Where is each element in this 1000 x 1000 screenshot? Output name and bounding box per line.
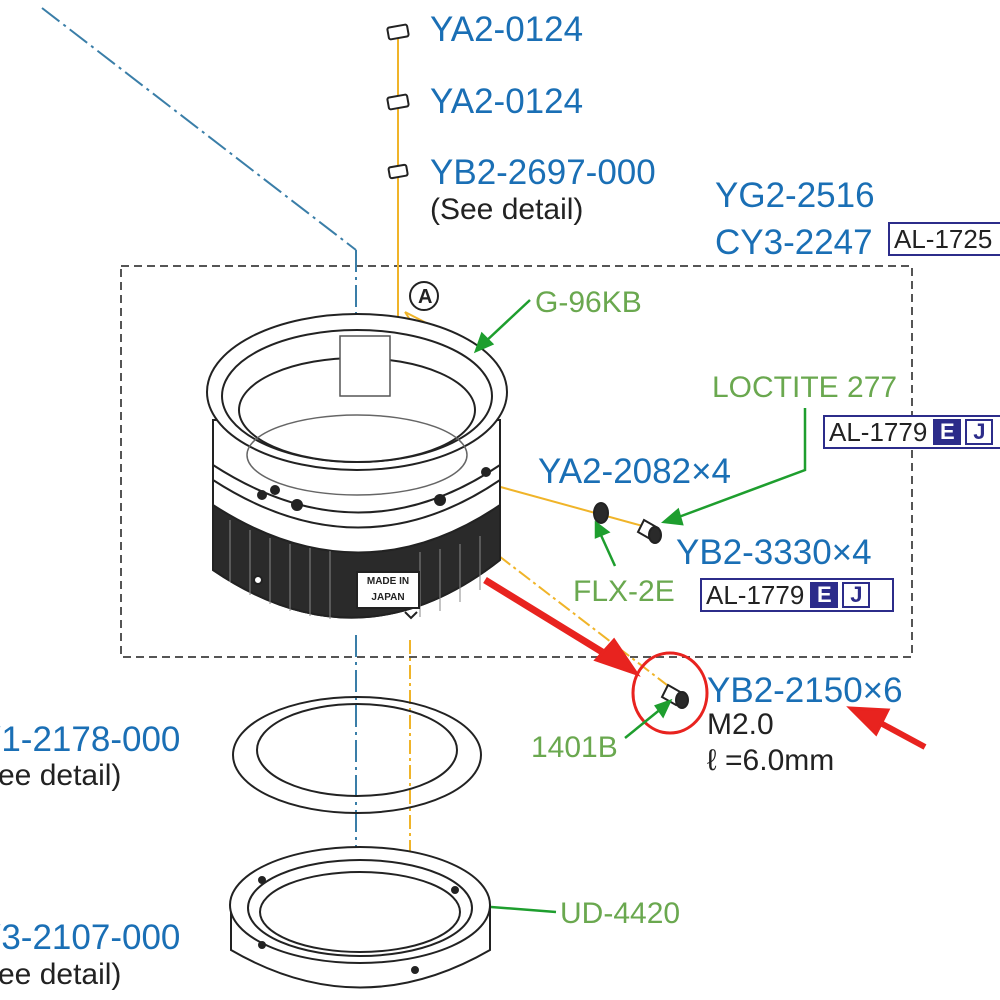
label-loctite-277: LOCTITE 277: [712, 371, 898, 404]
label-yb2-3330: YB2-3330×4: [676, 533, 872, 572]
detail-marker-a-letter: A: [418, 286, 433, 308]
lens-barrel: [206, 313, 508, 620]
label-y3-2107-note: (See detail): [0, 958, 122, 991]
code-box-al-1779-lower: AL-1779 E J: [700, 578, 894, 612]
gasket-ring: [232, 696, 482, 814]
label-y3-2107: Y3-2107-000: [0, 918, 181, 957]
flag-j-lower: J: [842, 582, 871, 608]
detail-marker-a: [409, 281, 439, 311]
top-screws: [386, 23, 410, 180]
label-cy3-2247: CY3-2247: [715, 223, 873, 262]
flag-e-upper: E: [933, 419, 962, 445]
label-ud-4420: UD-4420: [560, 897, 681, 930]
label-yg2-2516: YG2-2516: [715, 176, 875, 215]
flag-j-upper: J: [965, 419, 994, 445]
label-flx-2e: FLX-2E: [573, 575, 675, 608]
flag-e-lower: E: [810, 582, 839, 608]
label-yb2-2697: YB2-2697-000: [430, 153, 656, 192]
label-length: ℓ =6.0mm: [707, 744, 835, 777]
fasteners-right: [593, 502, 689, 709]
code-box-al-1779-upper-text: AL-1779: [829, 416, 928, 447]
label-yb2-2150: YB2-2150×6: [707, 671, 903, 710]
assembly-frame: [120, 265, 913, 658]
code-box-al-1725: AL-1725: [888, 222, 1000, 256]
red-highlight: [483, 577, 927, 750]
code-box-al-1725-text: AL-1725: [894, 223, 993, 254]
label-y1-2178: Y1-2178-000: [0, 720, 181, 759]
label-y1-2178-note: (See detail): [0, 759, 122, 792]
label-m2-0: M2.0: [707, 708, 774, 741]
label-yb2-2697-note: (See detail): [430, 193, 584, 226]
code-box-al-1779-lower-text: AL-1779: [706, 579, 805, 610]
barrel-nameplate: MADE IN JAPAN: [366, 576, 410, 603]
label-ya2-2082: YA2-2082×4: [538, 452, 731, 491]
green-leaders: [464, 299, 807, 917]
label-1401b: 1401B: [531, 731, 618, 764]
code-box-al-1779-upper: AL-1779 E J: [823, 415, 1000, 449]
label-ya2-0124-top: YA2-0124: [430, 10, 584, 49]
bottom-mount: [229, 846, 491, 989]
label-ya2-0124-second: YA2-0124: [430, 82, 584, 121]
label-g-96kb: G-96KB: [535, 286, 642, 319]
